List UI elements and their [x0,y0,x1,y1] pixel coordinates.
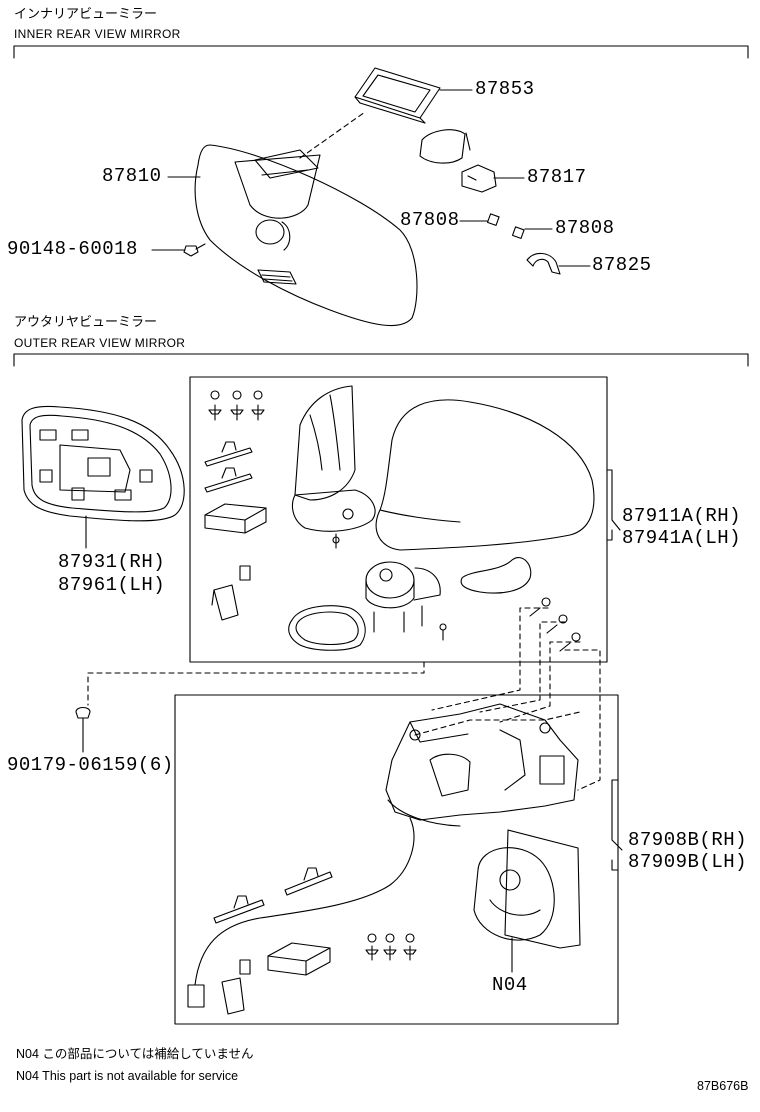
outer-leader-lines [83,470,622,972]
part-label-87810[interactable]: 87810 [102,165,162,187]
box2-clamp-drawing [214,868,332,923]
note-jp: N04 この部品については補給していません [16,1047,254,1061]
part-87853-drawing [355,68,440,123]
part-label-87961-lh[interactable]: 87961(LH) [58,574,166,596]
screw-90148-drawing [184,244,205,256]
wire-harness-drawing [188,818,414,1007]
mirror-glass-drawing [22,406,184,520]
lower-cover-drawing [461,558,531,594]
pad-drawing [205,504,266,533]
inner-leader-lines [152,90,590,266]
screws-lower-drawing [440,598,580,651]
box2-connector-drawing [222,960,250,1014]
mirror-cover-drawing [376,400,594,550]
connector-drawing [212,566,250,620]
part-label-87808-right[interactable]: 87808 [555,217,615,239]
part-87825-clip-drawing [527,253,560,274]
part-label-90179-06159[interactable]: 90179-06159(6) [7,754,174,776]
part-label-90148-60018[interactable]: 90148-60018 [7,238,138,260]
inner-mirror-body-drawing [195,145,417,326]
outer-section-bracket [14,354,748,366]
part-87817-cover-drawing [420,130,470,163]
part-label-n04[interactable]: N04 [492,974,528,996]
base-gasket-drawing [289,606,365,651]
part-label-87825[interactable]: 87825 [592,254,652,276]
screw-set-drawing [209,391,264,420]
mirror-body-drawing [386,704,578,826]
outer-section-title-en: OUTER REAR VIEW MIRROR [14,336,186,350]
mirror-base-cover-drawing [292,386,375,548]
box2-screw-set-drawing [366,934,416,960]
inner-section-bracket [14,46,748,58]
part-label-87908b-rh[interactable]: 87908B(RH) [628,829,748,851]
part-label-87817[interactable]: 87817 [527,166,587,188]
box2-pad-drawing [268,943,330,975]
outer-mirror-box-1 [190,377,607,662]
part-87817-clip-drawing [462,165,496,192]
diagram-code: 87B676B [697,1079,749,1093]
part-label-87941a-lh[interactable]: 87941A(LH) [622,527,742,549]
actuator-pivot-drawing [366,562,440,632]
outer-mirror-box-2 [175,695,618,1024]
motor-n04-drawing [474,830,580,948]
wire-clamp-drawing [205,442,252,492]
inner-section-title-en: INNER REAR VIEW MIRROR [14,27,181,41]
part-label-87911a-rh[interactable]: 87911A(RH) [622,505,742,527]
part-label-87808-left[interactable]: 87808 [400,209,460,231]
part-label-87931-rh[interactable]: 87931(RH) [58,551,166,573]
inner-section-title-jp: インナリアビューミラー [14,7,158,22]
outer-section-title-jp: アウタリヤビューミラー [14,315,158,330]
part-87808-clip-drawing [488,214,525,239]
part-label-87853[interactable]: 87853 [475,78,535,100]
note-en: N04 This part is not available for servi… [16,1069,239,1083]
part-label-87909b-lh[interactable]: 87909B(LH) [628,851,748,873]
clip-90179-drawing [76,708,90,726]
